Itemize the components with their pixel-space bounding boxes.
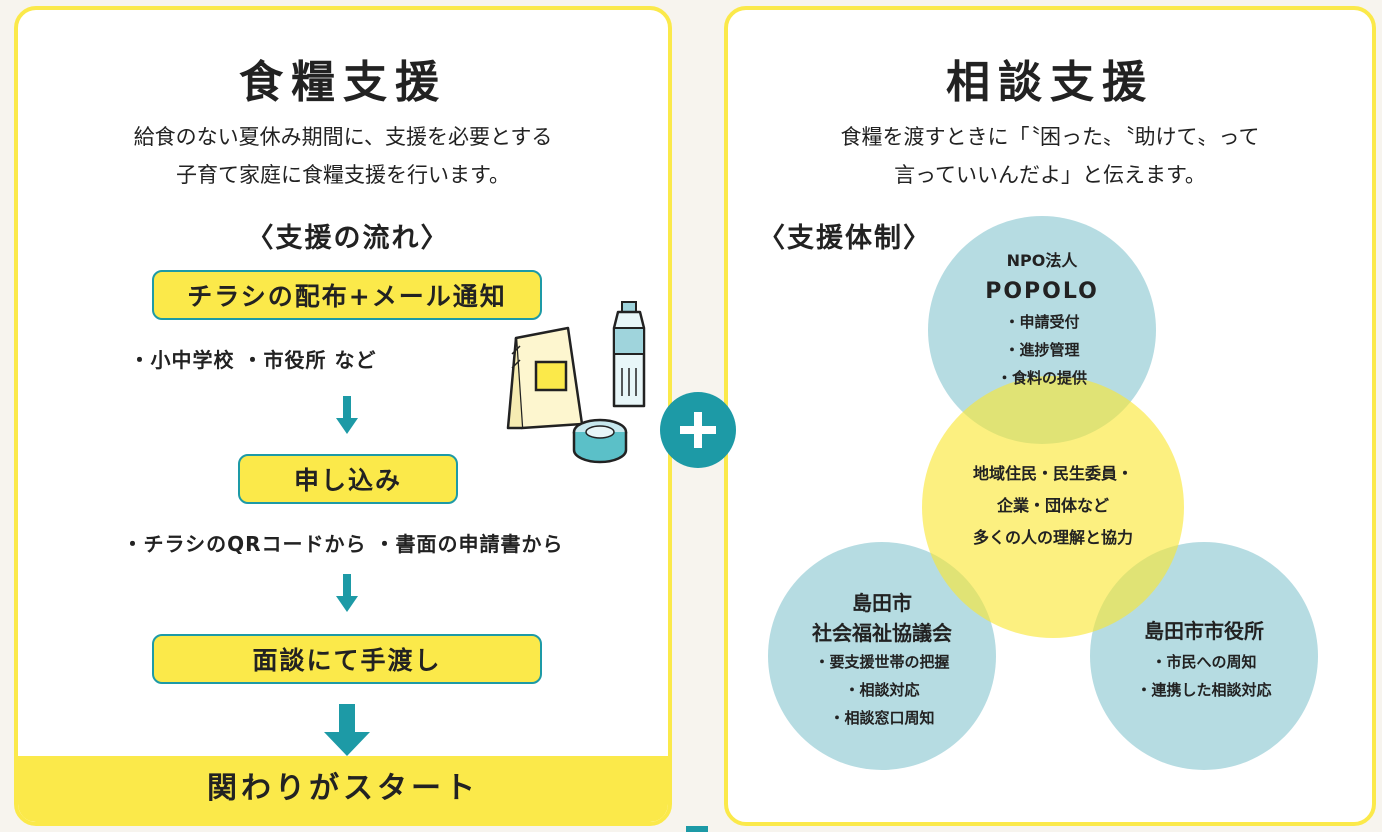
arrow-down-icon (336, 574, 358, 612)
step-application-note: ・チラシのQRコードから ・書面の申請書から (122, 532, 564, 556)
food-supplies-icon (506, 301, 646, 464)
flow-heading: 〈支援の流れ〉 (246, 223, 450, 254)
city-hall-title: 島田市市役所 (1144, 619, 1264, 643)
community-label: 地域住民・民生委員・ 企業・団体など 多くの人の理解と協力 (922, 458, 1184, 554)
system-heading: 〈支援体制〉 (758, 223, 932, 254)
consultation-support-title: 相談支援 (946, 57, 1154, 108)
popolo-org-type: NPO法人 (1006, 251, 1078, 270)
step-application: 申し込み (238, 454, 458, 504)
popolo-label: NPO法人 POPOLO ・申請受付 ・進捗管理 ・食料の提供 (928, 246, 1156, 392)
council-item: ・相談窓口周知 (829, 709, 935, 727)
city-hall-item: ・市民への周知 (1151, 653, 1257, 671)
description-line-1: 食糧を渡すときに「〝困った〟〝助けて〟って (840, 125, 1260, 149)
council-item: ・要支援世帯の把握 (814, 653, 950, 671)
popolo-item: ・申請受付 (1004, 313, 1080, 331)
consultation-description: 食糧を渡すときに「〝困った〟〝助けて〟って 言っていいんだよ」と伝えます。 (728, 118, 1372, 194)
popolo-name: POPOLO (985, 279, 1099, 304)
arrow-down-icon (324, 704, 370, 756)
description-line-2: 子育て家庭に食糧支援を行います。 (176, 163, 510, 187)
description-line-2: 言っていいんだよ」と伝えます。 (894, 163, 1206, 187)
city-hall-label: 島田市市役所 ・市民への周知 ・連携した相談対応 (1090, 614, 1318, 704)
food-support-panel: 食糧支援 給食のない夏休み期間に、支援を必要とする 子育て家庭に食糧支援を行いま… (14, 6, 672, 826)
plus-icon (660, 392, 736, 468)
council-title: 島田市 (852, 591, 912, 615)
council-title: 社会福祉協議会 (812, 621, 952, 645)
community-line: 多くの人の理解と協力 (972, 528, 1133, 547)
arrow-down-icon (336, 396, 358, 434)
step-flyer-distribution: チラシの配布+メール通知 (152, 270, 542, 320)
step-handover: 面談にて手渡し (152, 634, 542, 684)
community-circle (922, 376, 1184, 638)
council-label: 島田市 社会福祉協議会 ・要支援世帯の把握 ・相談対応 ・相談窓口周知 (768, 588, 996, 732)
start-relationship-banner: 関わりがスタート (18, 756, 668, 822)
popolo-item: ・進捗管理 (1004, 341, 1080, 359)
divider-tab (686, 826, 708, 832)
description-line-1: 給食のない夏休み期間に、支援を必要とする (133, 125, 553, 149)
food-support-title: 食糧支援 (239, 57, 447, 108)
city-hall-item: ・連携した相談対応 (1136, 681, 1272, 699)
step-flyer-note: ・小中学校 ・市役所 など (129, 348, 377, 372)
community-line: 地域住民・民生委員・ (972, 464, 1133, 483)
council-item: ・相談対応 (844, 681, 920, 699)
community-line: 企業・団体など (996, 496, 1109, 515)
popolo-item: ・食料の提供 (996, 369, 1087, 387)
food-support-description: 給食のない夏休み期間に、支援を必要とする 子育て家庭に食糧支援を行います。 (18, 118, 668, 194)
consultation-support-panel: 相談支援 食糧を渡すときに「〝困った〟〝助けて〟って 言っていいんだよ」と伝えま… (724, 6, 1376, 826)
plus-icon (680, 412, 716, 448)
